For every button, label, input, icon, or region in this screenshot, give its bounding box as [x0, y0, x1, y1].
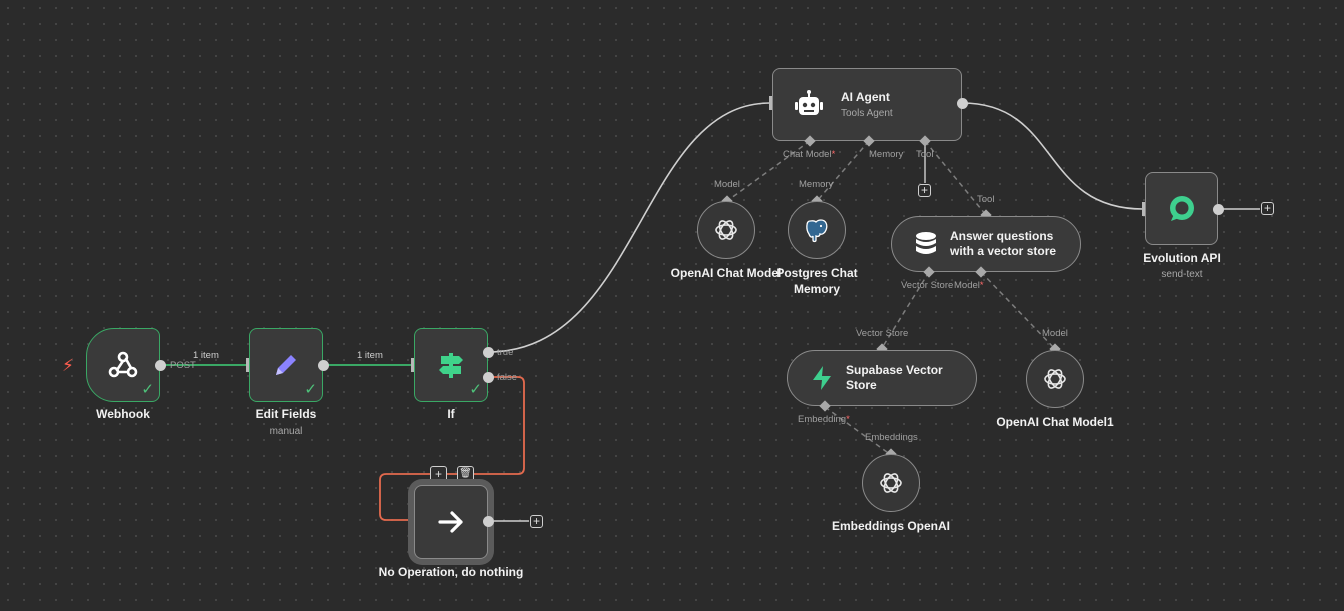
- dashed-memory: [816, 140, 870, 202]
- openai-chat-model-title: OpenAI Chat Model: [670, 266, 782, 280]
- openai-chat-model1-title: OpenAI Chat Model1: [996, 415, 1114, 429]
- agent-output-handle[interactable]: [957, 98, 968, 109]
- agent-tool-add-button[interactable]: +: [918, 184, 931, 197]
- agent-memory-label: Memory: [869, 149, 904, 160]
- webhook-node[interactable]: ✓: [86, 328, 160, 402]
- postgres-elephant-icon: [806, 219, 828, 243]
- if-input-handle[interactable]: [411, 358, 416, 372]
- evolution-api-node[interactable]: [1145, 172, 1218, 245]
- robot-icon: [795, 89, 823, 115]
- openai-chat1-port-label: Model: [1042, 328, 1068, 339]
- embeddings-port-label: Embeddings: [865, 432, 918, 443]
- ai-agent-subtitle: Tools Agent: [841, 108, 893, 119]
- ai-agent-title: AI Agent: [841, 90, 890, 104]
- embeddings-openai-title: Embeddings OpenAI: [831, 519, 951, 533]
- if-false-label: false: [497, 372, 518, 383]
- database-icon: [916, 232, 936, 254]
- arrow-right-icon: [438, 511, 463, 533]
- evolution-api-title: Evolution API: [1143, 251, 1221, 265]
- success-check-icon: ✓: [304, 381, 317, 398]
- noop-output-handle[interactable]: [483, 516, 494, 527]
- edit-fields-node[interactable]: ✓: [249, 328, 323, 402]
- webhook-title: Webhook: [96, 407, 150, 421]
- openai-icon: [715, 220, 737, 240]
- edit-fields-output-handle[interactable]: [318, 360, 329, 371]
- success-check-icon: ✓: [469, 381, 482, 398]
- trigger-bolt-icon: ⚡: [62, 356, 74, 375]
- supabase-embedding-label: Embedding*: [798, 414, 850, 425]
- edit-fields-input-handle[interactable]: [246, 358, 251, 372]
- pencil-icon: [276, 355, 296, 375]
- answer-vector-model-label: Model*: [954, 280, 984, 291]
- edge-if-agent: [487, 102, 771, 353]
- embeddings-openai-node[interactable]: [862, 454, 920, 512]
- supabase-port-label: Vector Store: [856, 328, 909, 339]
- ai-agent-node[interactable]: AI Agent Tools Agent: [772, 68, 962, 141]
- node-delete-button[interactable]: 🗑: [457, 466, 474, 483]
- noop-add-node-button[interactable]: +: [530, 515, 543, 528]
- supabase-title-1: Supabase Vector: [846, 363, 943, 377]
- openai-chat-model1-node[interactable]: [1026, 350, 1084, 408]
- webhook-output-handle[interactable]: [155, 360, 166, 371]
- noop-input-handle[interactable]: [411, 514, 416, 528]
- evolution-add-node-button[interactable]: +: [1261, 202, 1274, 215]
- webhook-icon: [108, 351, 138, 378]
- if-title: If: [447, 407, 455, 421]
- edit-fields-subtitle: manual: [269, 426, 303, 437]
- noop-title: No Operation, do nothing: [378, 565, 524, 579]
- node-add-button[interactable]: +: [430, 466, 447, 483]
- postgres-memory-node[interactable]: [788, 201, 846, 259]
- if-false-handle[interactable]: [483, 372, 494, 383]
- openai-chat-port-label: Model: [714, 179, 740, 190]
- supabase-title-2: Store: [846, 378, 877, 392]
- if-true-handle[interactable]: [483, 347, 494, 358]
- dashed-tool: [924, 140, 987, 216]
- evolution-output-handle[interactable]: [1213, 204, 1224, 215]
- webhook-output-label: POST: [170, 360, 196, 371]
- signpost-icon: [439, 353, 463, 378]
- edit-fields-title: Edit Fields: [255, 407, 317, 421]
- edge-item-count-2: 1 item: [357, 350, 383, 361]
- agent-input-handle[interactable]: [769, 96, 774, 110]
- postgres-port-label: Memory: [799, 179, 834, 190]
- dashed-embedding: [824, 406, 892, 456]
- dashed-chat-model: [726, 140, 811, 202]
- openai-icon: [880, 473, 902, 493]
- agent-chat-model-label: Chat Model*: [783, 149, 836, 160]
- answer-vector-store-label: Vector Store: [901, 280, 954, 291]
- answer-vector-title-1: Answer questions: [950, 229, 1054, 243]
- openai-icon: [1044, 369, 1066, 389]
- answer-vector-port-label: Tool: [977, 194, 995, 205]
- edge-if-noop: [379, 376, 525, 521]
- noop-node[interactable]: [414, 485, 488, 559]
- edge-item-count-1: 1 item: [193, 350, 219, 361]
- answer-vector-node[interactable]: Answer questions with a vector store: [891, 216, 1081, 272]
- supabase-vector-store-node[interactable]: Supabase Vector Store: [787, 350, 977, 406]
- edge-agent-evolution: [961, 102, 1144, 210]
- answer-vector-title-2: with a vector store: [950, 244, 1057, 258]
- dashed-vector-store: [881, 271, 930, 349]
- evolution-api-subtitle: send-text: [1161, 269, 1203, 280]
- openai-chat-model-node[interactable]: [697, 201, 755, 259]
- agent-tool-label: Tool: [916, 149, 934, 160]
- success-check-icon: ✓: [141, 381, 154, 398]
- if-node[interactable]: ✓: [414, 328, 488, 402]
- evolution-input-handle[interactable]: [1142, 202, 1147, 216]
- chat-bubble-icon: [1169, 195, 1194, 221]
- supabase-bolt-icon: [813, 366, 831, 390]
- if-true-label: true: [497, 347, 514, 358]
